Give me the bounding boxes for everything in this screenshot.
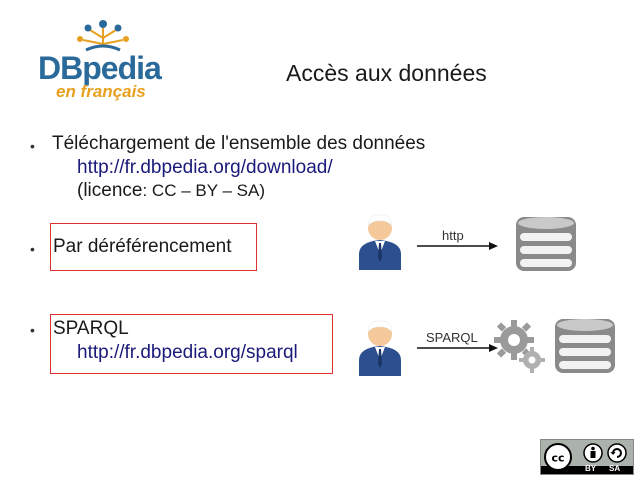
database-icon bbox=[555, 319, 615, 373]
user-icon bbox=[359, 214, 401, 270]
http-label: http bbox=[442, 228, 464, 243]
svg-text:cc: cc bbox=[551, 452, 564, 465]
dbpedia-logo: DBpedia en français bbox=[38, 10, 168, 102]
sparql-link[interactable]: http://fr.dbpedia.org/sparql bbox=[77, 342, 298, 363]
logo-graphic bbox=[77, 20, 129, 52]
bullet-dot: • bbox=[30, 322, 35, 338]
gears-icon bbox=[494, 320, 545, 373]
sparql-arrow-label: SPARQL bbox=[426, 330, 478, 345]
licence-text: : CC – BY – SA) bbox=[142, 181, 265, 200]
licence-prefix: (licence bbox=[77, 180, 143, 201]
attribution-icon bbox=[583, 443, 603, 463]
bullet-dot: • bbox=[30, 241, 35, 257]
http-arrow-icon bbox=[417, 242, 498, 250]
sparql-arrow-icon bbox=[417, 344, 498, 352]
page-title: Accès aux données bbox=[286, 60, 487, 86]
licence-line: (licence: CC – BY – SA) bbox=[77, 180, 265, 202]
cc-sa-label: SA bbox=[609, 464, 621, 473]
dereference-box bbox=[50, 223, 257, 271]
dereference-label: Par déréférencement bbox=[53, 236, 232, 257]
sparql-label: SPARQL bbox=[53, 318, 129, 339]
logo-name: DBpedia bbox=[38, 50, 162, 86]
bullet-dot: • bbox=[30, 138, 35, 154]
download-label: Téléchargement de l'ensemble des données bbox=[52, 133, 426, 154]
cc-icon: cc bbox=[544, 443, 572, 471]
cc-license-badge: cc BY SA bbox=[540, 439, 634, 475]
cc-by-label: BY bbox=[585, 464, 597, 473]
user-icon bbox=[359, 320, 401, 376]
download-link[interactable]: http://fr.dbpedia.org/download/ bbox=[77, 157, 333, 178]
sparql-box bbox=[50, 314, 333, 374]
share-alike-icon bbox=[607, 443, 627, 463]
logo-tagline: en français bbox=[56, 82, 146, 101]
database-icon bbox=[516, 217, 576, 271]
